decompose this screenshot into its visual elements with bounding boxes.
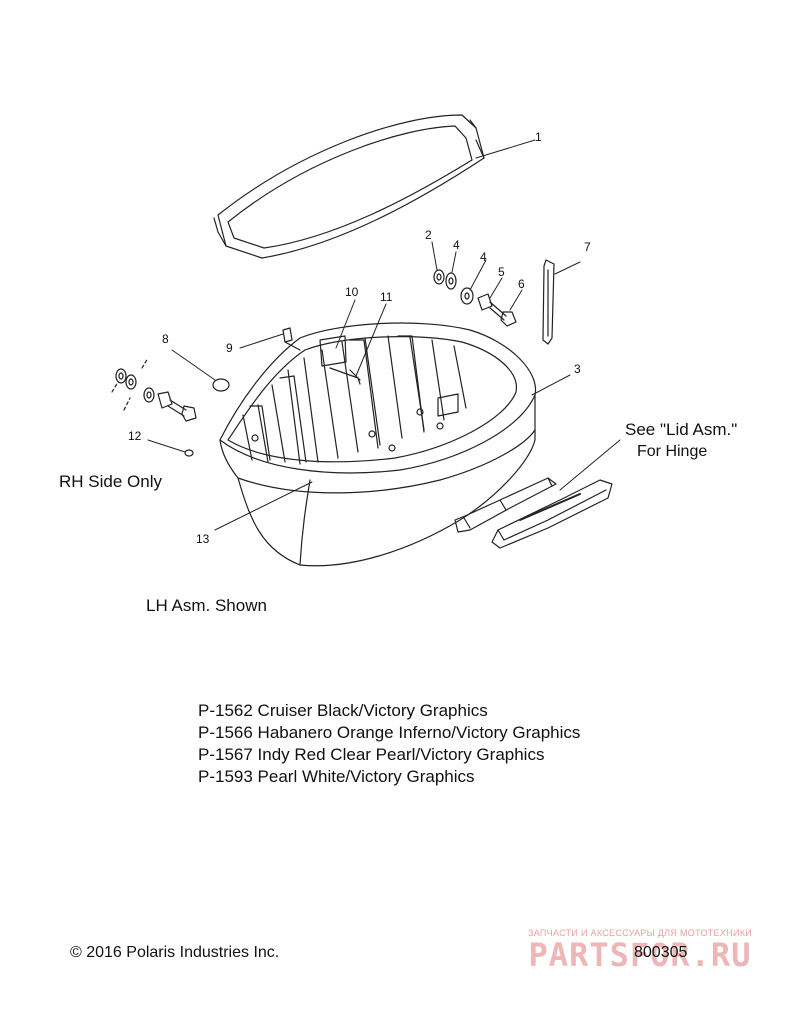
for-hinge-note: For Hinge [637,443,708,460]
callout-2: 2 [425,228,432,242]
callout-3: 3 [574,362,581,376]
callout-13: 13 [196,532,210,546]
callout-10: 10 [345,285,359,299]
plug-part [212,378,230,392]
callout-7: 7 [584,240,591,254]
rh-side-only-note: RH Side Only [59,472,162,491]
see-lid-asm-note: See "Lid Asm." [625,420,738,439]
hardware-left [111,357,197,422]
lh-asm-shown-note: LH Asm. Shown [146,596,267,615]
watermark-logo: PARTSFOR.RU [528,936,752,974]
small-plug-part [184,449,194,457]
callout-9: 9 [226,341,233,355]
diagram-id: 800305 [634,944,688,961]
callout-12: 12 [128,429,142,443]
pin-part [282,327,301,351]
callout-8: 8 [162,332,169,346]
callout-4b: 4 [480,250,487,264]
hardware-right [433,269,517,327]
lid-seal-part [213,114,485,259]
saddlebag-case-part [219,322,537,567]
callout-1: 1 [535,130,542,144]
watermark: ЗАПЧАСТИ И АКСЕССУАРЫ ДЛЯ МОТОТЕХНИКИ PA… [490,928,790,972]
part-number-item: P-1593 Pearl White/Victory Graphics [198,767,475,786]
hinge-assembly-part [454,477,613,549]
part-number-list: P-1562 Cruiser Black/Victory Graphics P-… [198,700,580,788]
callout-4a: 4 [453,238,460,252]
part-number-item: P-1567 Indy Red Clear Pearl/Victory Grap… [198,745,545,764]
watermark-tagline: ЗАПЧАСТИ И АКСЕССУАРЫ ДЛЯ МОТОТЕХНИКИ [527,928,753,938]
hinge-strip-part [542,259,555,345]
callout-11: 11 [380,290,393,304]
part-number-item: P-1562 Cruiser Black/Victory Graphics [198,701,488,720]
part-number-item: P-1566 Habanero Orange Inferno/Victory G… [198,723,581,742]
callout-6: 6 [518,277,525,291]
copyright-text: © 2016 Polaris Industries Inc. [70,944,280,961]
callout-5: 5 [498,265,505,279]
leader-lines [147,139,621,531]
